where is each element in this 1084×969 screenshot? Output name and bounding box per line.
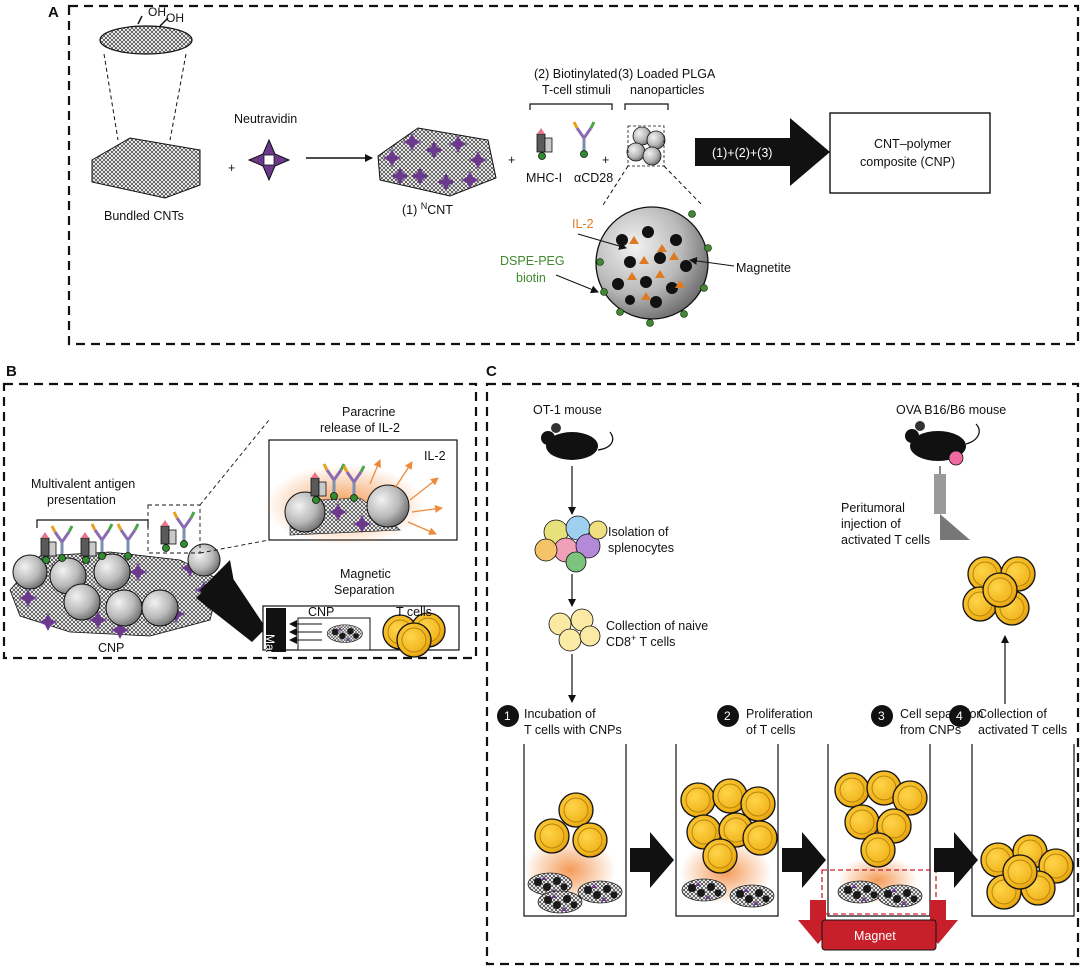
magnet-force-arrow-left bbox=[798, 900, 838, 944]
panel-c-letter: C bbox=[486, 363, 497, 380]
bundled-cnts-label: Bundled CNTs bbox=[104, 209, 184, 223]
combination-arrow-label: (1)+(2)+(3) bbox=[712, 146, 772, 160]
step-4-line2: activated T cells bbox=[978, 723, 1067, 737]
magnetic-label-line1: Magnetic bbox=[340, 567, 391, 581]
antibody-icon bbox=[572, 120, 596, 159]
step-2-line1: Proliferation bbox=[746, 707, 813, 721]
plus-sign: + bbox=[228, 161, 235, 175]
step-1-number: 1 bbox=[504, 709, 511, 723]
cnp-composite-illustration bbox=[9, 419, 270, 639]
stimuli-bracket bbox=[529, 103, 613, 110]
injection-label-line1: Peritumoral bbox=[841, 501, 905, 515]
cnp-label: CNP bbox=[98, 641, 124, 655]
step-arrow-1 bbox=[630, 832, 674, 888]
paracrine-il2-label: IL-2 bbox=[424, 449, 446, 463]
ncnt-illustration bbox=[377, 127, 497, 197]
naive-tcells-cluster bbox=[548, 608, 601, 652]
panel-c: C OT-1 mouse Isolation of splenocytes bbox=[485, 363, 1080, 966]
bundled-cnts-illustration bbox=[91, 137, 201, 199]
stimuli-label-line2: T-cell stimuli bbox=[542, 83, 611, 97]
multivalent-label-line2: presentation bbox=[47, 493, 116, 507]
step-arrow-2 bbox=[782, 832, 826, 888]
plga-cluster-icon bbox=[602, 125, 703, 206]
ncnt-label: (1) NCNT bbox=[402, 201, 453, 217]
magnet-block bbox=[821, 919, 937, 951]
activated-tcells-cluster bbox=[962, 556, 1036, 626]
step-1-line1: Incubation of bbox=[524, 707, 596, 721]
dspe-peg-label-line2: biotin bbox=[516, 271, 546, 285]
cnp-result-line2: composite (CNP) bbox=[860, 155, 955, 169]
step-3-line2: from CNPs bbox=[900, 723, 961, 737]
il2-label: IL-2 bbox=[572, 217, 594, 231]
magnetic-label-line2: Separation bbox=[334, 583, 395, 597]
splenocytes-cluster bbox=[534, 515, 608, 573]
single-cnt-illustration: OH OH bbox=[99, 5, 193, 141]
magnet-block-label: Magnet bbox=[854, 929, 896, 943]
stimuli-label-line1: (2) Biotinylated bbox=[534, 67, 617, 81]
plus-sign: + bbox=[508, 153, 515, 167]
step-3-number: 3 bbox=[878, 709, 885, 723]
step-3: 3 Cell separation from CNPs Magnet bbox=[798, 705, 983, 951]
plga-label-line2: nanoparticles bbox=[630, 83, 704, 97]
oh-label-1: OH bbox=[148, 5, 166, 19]
panel-a-letter: A bbox=[48, 4, 59, 21]
step-1: 1 Incubation of T cells with CNPs bbox=[497, 705, 627, 917]
ot1-mouse-icon bbox=[541, 423, 614, 460]
step-2: 2 Proliferation of T cells bbox=[675, 705, 813, 917]
step-4-line1: Collection of bbox=[978, 707, 1047, 721]
magnetite-label: Magnetite bbox=[736, 261, 791, 275]
panel-b: B Multivalent antigen presentation bbox=[2, 363, 478, 675]
ova-mouse-label: OVA B16/B6 mouse bbox=[896, 403, 1006, 417]
panel-b-letter: B bbox=[6, 363, 17, 380]
multivalent-label-line1: Multivalent antigen bbox=[31, 477, 135, 491]
magnetic-separation-box bbox=[262, 605, 460, 658]
plus-sign: + bbox=[602, 153, 609, 167]
panel-a: A OH OH Bundled CNTs + Neutravidin bbox=[48, 4, 1080, 346]
mhc-label: MHC-I bbox=[526, 171, 562, 185]
dspe-peg-label-line1: DSPE-PEG bbox=[500, 254, 565, 268]
plga-bracket bbox=[624, 103, 669, 110]
panel-b-frame bbox=[2, 382, 478, 660]
step-4-number: 4 bbox=[956, 709, 963, 723]
separation-arrow-body bbox=[196, 568, 266, 642]
paracrine-label-line2: release of IL-2 bbox=[320, 421, 400, 435]
step-2-number: 2 bbox=[724, 709, 731, 723]
ot1-mouse-label: OT-1 mouse bbox=[533, 403, 602, 417]
ova-mouse-icon bbox=[905, 421, 980, 466]
injection-label-line2: injection of bbox=[841, 517, 901, 531]
magnet-label: Magnet bbox=[263, 634, 277, 675]
neutravidin-label: Neutravidin bbox=[234, 112, 297, 126]
syringe-icon bbox=[934, 466, 970, 540]
magnet-force-arrow-right bbox=[918, 900, 958, 944]
collection-label-line1: Collection of naive bbox=[606, 619, 708, 633]
paracrine-detail-box bbox=[265, 439, 458, 545]
step-1-line2: T cells with CNPs bbox=[524, 723, 622, 737]
tcells-label: T cells bbox=[396, 605, 432, 619]
panel-a-frame bbox=[67, 4, 1080, 346]
plga-nanoparticle-detail bbox=[595, 206, 712, 327]
mhc-icon bbox=[536, 127, 553, 160]
step-4: 4 Collection of activated T cells bbox=[949, 705, 1075, 917]
acd28-label: αCD28 bbox=[574, 171, 613, 185]
step-arrow-3 bbox=[934, 832, 978, 888]
oh-label-2: OH bbox=[166, 11, 184, 25]
cnp-result-box bbox=[829, 112, 991, 194]
step-2-line2: of T cells bbox=[746, 723, 796, 737]
isolation-label-line1: Isolation of bbox=[608, 525, 669, 539]
neutravidin-icon bbox=[247, 138, 291, 182]
combination-arrow: (1)+(2)+(3) bbox=[695, 118, 830, 186]
injection-label-line3: activated T cells bbox=[841, 533, 930, 547]
isolation-label-line2: splenocytes bbox=[608, 541, 674, 555]
plga-label-line1: (3) Loaded PLGA bbox=[618, 67, 716, 81]
cnp-box-label: CNP bbox=[308, 605, 334, 619]
collection-label-line2: CD8+ T cells bbox=[606, 633, 675, 649]
paracrine-label-line1: Paracrine bbox=[342, 405, 396, 419]
cnp-result-line1: CNT–polymer bbox=[874, 137, 951, 151]
step-3-line1: Cell separation bbox=[900, 707, 983, 721]
